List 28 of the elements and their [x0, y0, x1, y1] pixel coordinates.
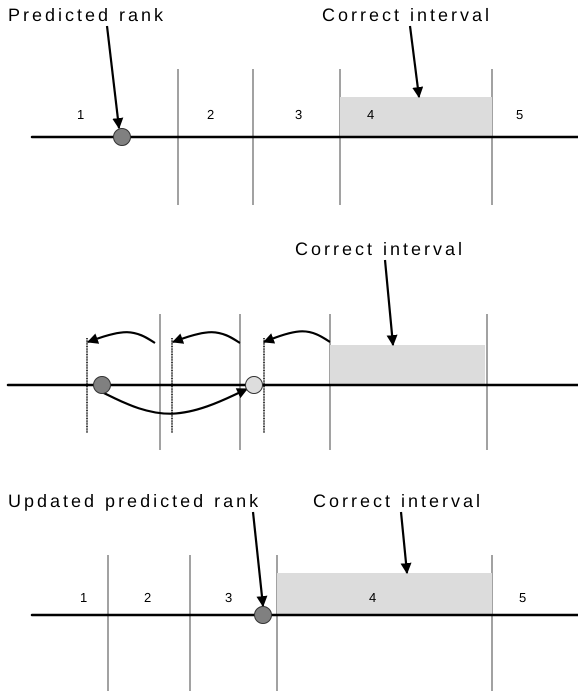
interval-number: 5	[519, 590, 526, 606]
arrow	[384, 260, 398, 346]
interval-number: 3	[295, 107, 302, 123]
callout-text: Predicted rank	[8, 4, 166, 26]
rank-marker	[254, 606, 272, 624]
callout-text: Correct interval	[313, 490, 484, 512]
interval-number: 1	[80, 590, 88, 606]
rank-marker	[245, 376, 263, 394]
arrow	[103, 388, 248, 415]
interval-number: 5	[516, 107, 524, 123]
rank-marker	[93, 376, 111, 394]
correct-interval-band	[330, 345, 485, 385]
arrow	[106, 26, 124, 130]
arrow	[400, 512, 412, 574]
interval-number: 2	[144, 590, 152, 606]
interval-number: 4	[367, 107, 374, 123]
interval-number: 4	[369, 590, 376, 606]
callout-text: Correct interval	[322, 4, 492, 26]
callout-text: Correct interval	[295, 238, 466, 260]
correct-interval-band	[277, 573, 492, 615]
interval-number: 2	[207, 107, 214, 123]
rank-marker	[113, 128, 131, 146]
callout-text: Updated predicted rank	[8, 490, 262, 512]
correct-interval-band	[340, 97, 492, 137]
arrow	[252, 512, 268, 608]
interval-number: 1	[77, 107, 84, 123]
interval-number: 3	[225, 590, 232, 606]
arrow	[408, 26, 424, 98]
